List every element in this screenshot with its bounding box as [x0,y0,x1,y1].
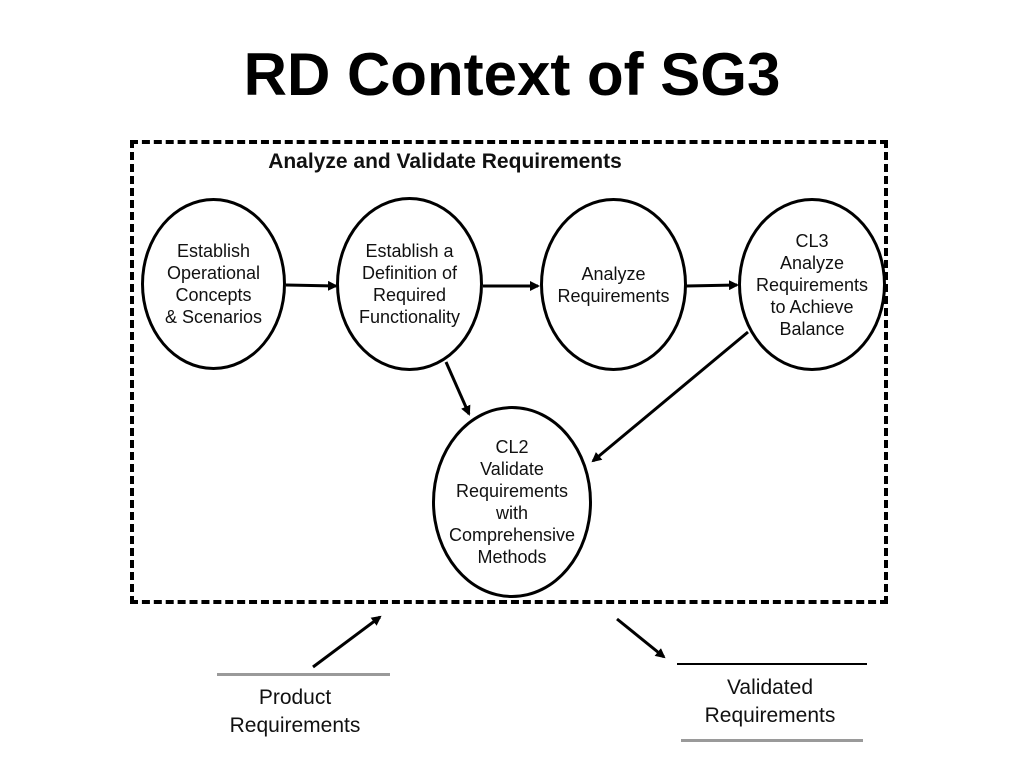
node-cl3-balance: CL3 Analyze Requirements to Achieve Bala… [738,198,886,371]
arrow-concepts-to-definition [285,280,338,291]
node-analyze-requirements-label: Analyze Requirements [557,263,670,306]
node-establish-concepts-label: Establish Operational Concepts & Scenari… [164,241,263,327]
product-requirements-label: Product Requirements [229,686,361,737]
arrow-definition-to-cl2 [444,361,471,416]
boundary-label: Analyze and Validate Requirements [268,150,622,173]
node-cl3-balance-label: CL3 Analyze Requirements to Achieve Bala… [755,230,869,339]
node-establish-concepts: Establish Operational Concepts & Scenari… [141,198,286,370]
arrow-cl3-to-cl2 [591,330,749,463]
node-cl2-validate-label: CL2 Validate Requirements with Comprehen… [448,437,576,567]
slide-title: RD Context of SG3 [243,41,781,108]
input-rule [217,673,390,676]
node-establish-definition-label: Establish a Definition of Required Funct… [358,241,461,327]
output-bottom-rule [681,739,863,742]
arrow-boundary-to-validated [616,617,666,659]
arrow-analyze-to-cl3 [685,280,739,291]
output-top-rule [677,663,867,665]
arrow-product-to-boundary [312,615,382,669]
node-cl2-validate: CL2 Validate Requirements with Comprehen… [432,406,592,598]
process-boundary [130,140,888,604]
node-analyze-requirements: Analyze Requirements [540,198,687,371]
node-establish-definition: Establish a Definition of Required Funct… [336,197,483,371]
validated-requirements-label: Validated Requirements [704,676,836,727]
